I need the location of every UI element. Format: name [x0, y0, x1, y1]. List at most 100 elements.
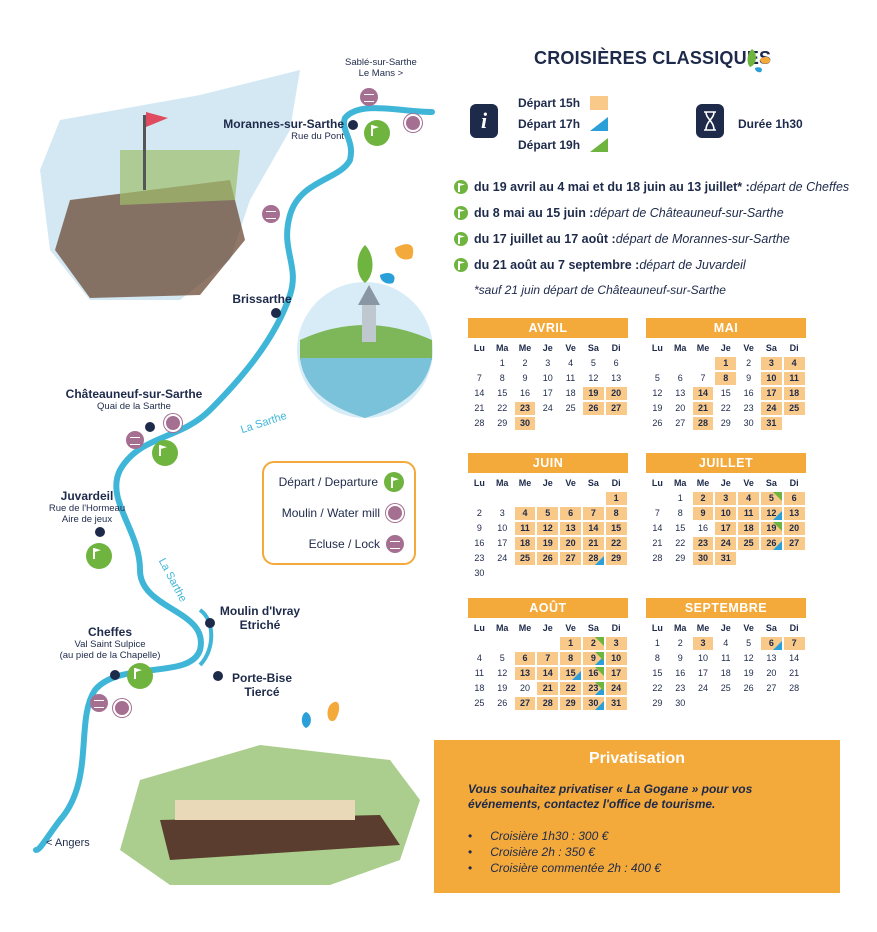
map-legend: Départ / Departure Moulin / Water mill E…: [262, 461, 416, 565]
calendar-day: 17: [497, 538, 508, 548]
calendar-day: 1: [560, 637, 581, 650]
calendar-day: 11: [474, 668, 485, 678]
calendar-day: 7: [783, 637, 805, 650]
calendar-day: 1: [605, 492, 627, 505]
19h-marker: [594, 637, 604, 646]
calendar-day: 24: [605, 682, 627, 695]
weekday-header: Lu: [651, 623, 663, 633]
month-header: SEPTEMBRE: [646, 598, 806, 618]
calendar-day: 8: [605, 507, 627, 520]
calendar-day: 20: [783, 522, 805, 535]
calendar-day: 18: [514, 537, 536, 550]
calendar-day: 11: [721, 653, 731, 663]
calendar-day: 4: [783, 357, 805, 370]
empty-cell: [514, 491, 537, 506]
calendar-day: 25: [514, 552, 536, 565]
weekday-header: Sa: [587, 623, 599, 633]
calendar-day: 30: [474, 568, 485, 578]
calendar-day: 20: [766, 668, 777, 678]
empty-cell: [491, 636, 514, 651]
calendar-day: 4: [568, 358, 574, 368]
calendar-day: 13: [611, 373, 622, 383]
lock-icon: [386, 535, 404, 553]
calendar-day: 14: [652, 523, 663, 533]
empty-cell: [468, 491, 491, 506]
calendar-day: 21: [537, 682, 559, 695]
departure-time: Départ 17h: [518, 117, 581, 131]
calendar-day: 17: [715, 522, 737, 535]
calendar-day: 19: [652, 403, 663, 413]
calendar-day: 26: [497, 698, 508, 708]
calendar-day: 7: [476, 373, 482, 383]
calendar-day: 4: [723, 638, 729, 648]
19h-marker: [594, 667, 604, 676]
calendar-day: 9: [677, 653, 683, 663]
price-item: Croisière 2h : 350 €: [468, 844, 840, 860]
weekday-header: Ve: [565, 623, 576, 633]
calendar-day: 28: [652, 553, 663, 563]
calendar-day: 1: [677, 493, 683, 503]
calendar-day: 22: [560, 682, 581, 695]
calendar-day: 23: [692, 537, 714, 550]
calendar-day: 21: [474, 403, 485, 413]
calendar-day: 8: [499, 373, 505, 383]
calendar-day: 12: [652, 388, 663, 398]
departure-flag-icon: [454, 206, 468, 220]
calendar-day: 12: [497, 668, 508, 678]
legend-departure-label: Départ / Departure: [278, 475, 378, 489]
departure-icon: [364, 120, 390, 146]
calendar-day: 9: [522, 373, 528, 383]
17h-marker: [772, 511, 782, 520]
weekday-header: Ve: [743, 623, 754, 633]
calendar-day: 28: [474, 418, 485, 428]
calendar-day: 29: [720, 418, 731, 428]
calendar-day: 19: [582, 387, 604, 400]
calendar-day: 27: [560, 552, 581, 565]
weekday-header: Di: [611, 343, 621, 353]
price-item: Croisière 1h30 : 300 €: [468, 828, 840, 844]
month-header: AOÛT: [468, 598, 628, 618]
calendar-day: 13: [783, 507, 805, 520]
lock-icon: [262, 205, 280, 223]
calendar-day: 27: [605, 402, 627, 415]
calendar-day: 9: [692, 507, 714, 520]
calendar-day: 16: [697, 523, 708, 533]
calendar-day: 15: [605, 522, 627, 535]
calendar-day: 17: [697, 668, 708, 678]
place-brissarthe: Brissarthe: [232, 292, 292, 306]
calendar-day: 24: [715, 537, 737, 550]
month-header: AVRIL: [468, 318, 628, 338]
empty-cell: [536, 491, 559, 506]
weekday-header: Sa: [765, 478, 777, 488]
calendar-day: 5: [590, 358, 596, 368]
calendar-day: 26: [537, 552, 559, 565]
page-title: CROISIÈRES CLASSIQUES: [534, 48, 772, 68]
calendar-day: 15: [560, 667, 581, 680]
privatisation-title: Privatisation: [588, 750, 686, 767]
calendar-day: 3: [499, 508, 505, 518]
calendar-day: 14: [692, 387, 714, 400]
calendar-day: 3: [692, 637, 714, 650]
calendar-day: 29: [605, 552, 627, 565]
privatisation-text: Vous souhaitez privatiser « La Gogane » …: [468, 782, 753, 811]
calendar-day: 23: [675, 683, 686, 693]
swatch-17h: [590, 117, 608, 131]
calendar-day: 8: [677, 508, 683, 518]
duration: Durée 1h30: [738, 117, 803, 131]
calendar-day: 2: [522, 358, 528, 368]
weekday-header: Je: [720, 343, 731, 353]
calendar-day: 14: [537, 667, 559, 680]
empty-cell: [646, 491, 669, 506]
lock-icon: [360, 88, 378, 106]
weekday-header: Ma: [673, 478, 687, 488]
calendar-day: 11: [514, 522, 536, 535]
departure-flag-icon: [454, 258, 468, 272]
legend-lock-label: Ecluse / Lock: [308, 537, 380, 551]
calendar-day: 31: [605, 697, 627, 710]
calendar-day: 23: [582, 682, 604, 695]
calendar-day: 14: [474, 388, 485, 398]
empty-cell: [582, 491, 605, 506]
